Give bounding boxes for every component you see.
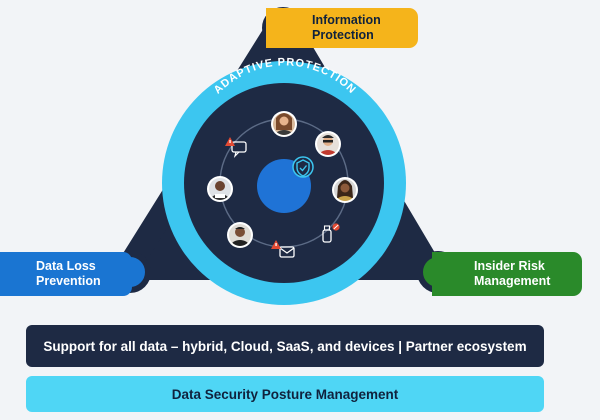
- avatar: [332, 177, 358, 203]
- information-protection-label: Information Protection: [266, 8, 418, 48]
- chat-alert-icon: [225, 137, 247, 158]
- avatar: [227, 222, 253, 248]
- mail-alert-icon: [271, 240, 295, 258]
- usb-drive-icon: [322, 223, 340, 243]
- data-loss-prevention-label: Data Loss Prevention: [0, 252, 132, 296]
- support-bar: Support for all data – hybrid, Cloud, Sa…: [26, 325, 544, 367]
- avatar: [315, 131, 341, 157]
- dspm-bar: Data Security Posture Management: [26, 376, 544, 412]
- shield-check-icon: [292, 156, 314, 178]
- avatar: [207, 176, 233, 202]
- avatar: [271, 111, 297, 137]
- insider-risk-management-label: Insider Risk Management: [432, 252, 582, 296]
